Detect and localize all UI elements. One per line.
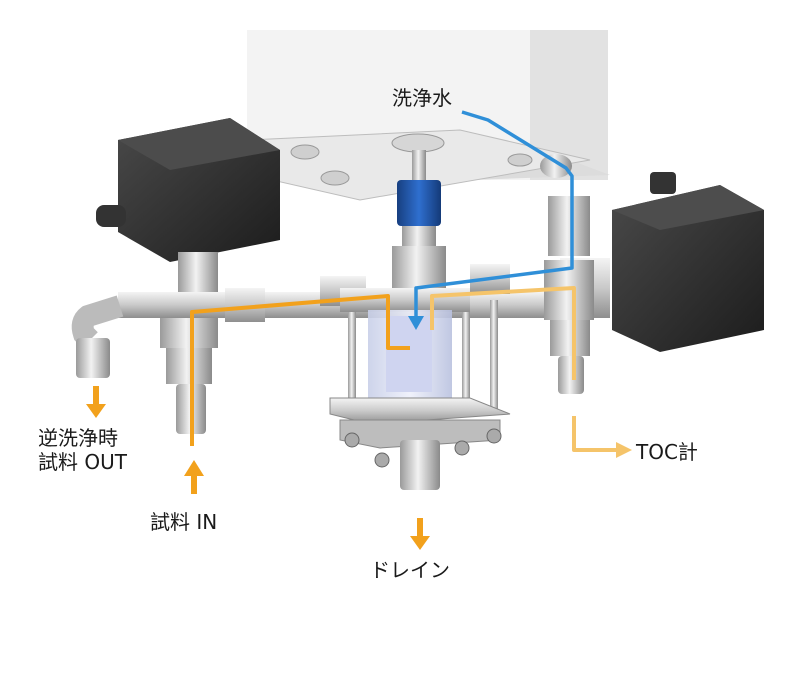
- upper-housing: [247, 30, 610, 201]
- sample-flow-path: [190, 294, 410, 446]
- sample-in-arrow: [184, 460, 204, 494]
- backwash-label-line1: 逆洗浄時: [38, 426, 118, 450]
- backwash-sample-out-label: 逆洗浄時 試料 OUT: [38, 426, 127, 474]
- toc-fitting: [540, 154, 594, 394]
- filter-vessel: [329, 288, 511, 490]
- sample-in-fitting: [160, 318, 218, 434]
- wash-valve: [392, 150, 446, 288]
- toc-arrow: [616, 442, 632, 458]
- wash-water-label: 洗浄水: [392, 86, 452, 110]
- left-motor: [96, 118, 280, 292]
- drain-arrow: [410, 518, 430, 550]
- wash-arrow-tip: [408, 316, 424, 330]
- backwash-arrow: [86, 386, 106, 418]
- drain-label: ドレイン: [370, 558, 450, 582]
- sample-in-label: 試料 IN: [150, 510, 218, 534]
- backwash-label-line2: 試料 OUT: [38, 450, 127, 474]
- right-motor: [612, 172, 764, 352]
- backwash-outlet: [71, 295, 124, 378]
- toc-flow-path: [430, 286, 620, 452]
- toc-meter-label: TOC計: [636, 440, 698, 464]
- wash-flow-path: [414, 110, 574, 320]
